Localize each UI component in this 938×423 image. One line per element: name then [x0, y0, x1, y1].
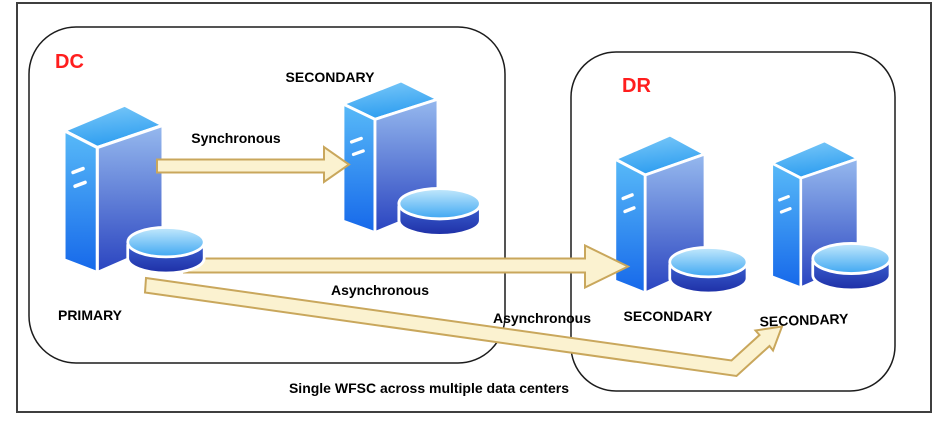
- dr-secondary2-database-icon: [811, 242, 892, 292]
- dr-secondary1-label: SECONDARY: [623, 308, 713, 324]
- asynchronous-bent-arrow-label: Asynchronous: [492, 310, 592, 326]
- synchronous-arrow-label: Synchronous: [191, 130, 281, 146]
- caption: Single WFSC across multiple data centers: [288, 380, 570, 396]
- dc-box-label: DC: [55, 51, 84, 73]
- asynchronous-bent-arrow: [143, 276, 784, 378]
- dc-secondary-database-icon: [397, 187, 482, 237]
- outer-frame: [16, 2, 932, 413]
- synchronous-arrow: [156, 145, 351, 184]
- dr-box: [570, 51, 896, 392]
- dr-secondary2-label: SECONDARY: [759, 310, 849, 330]
- primary-database-icon: [126, 226, 206, 275]
- primary-label: PRIMARY: [57, 307, 123, 323]
- asynchronous-arrow: [183, 243, 631, 290]
- dr-secondary1-database-icon: [668, 246, 749, 295]
- dc-secondary-label: SECONDARY: [285, 69, 375, 85]
- dr-box-label: DR: [622, 75, 651, 97]
- asynchronous-arrow-label: Asynchronous: [330, 282, 430, 298]
